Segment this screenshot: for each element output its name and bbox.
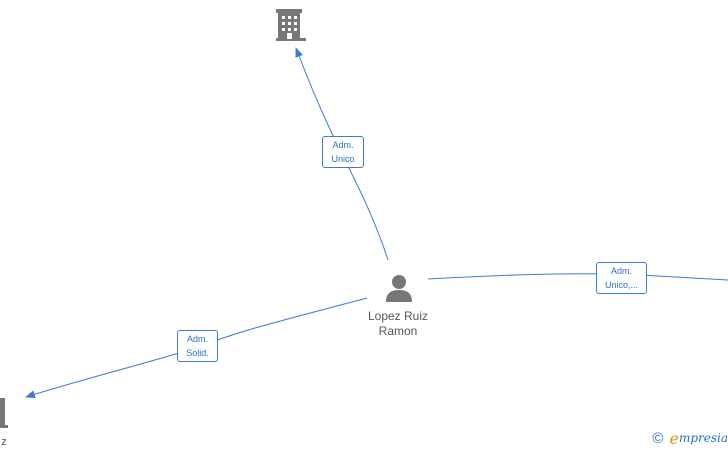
edge-label-left[interactable]: Adm. Solid. — [177, 330, 218, 362]
edge-label-top[interactable]: Adm. Unico — [322, 136, 364, 168]
company-label[interactable]: z — [0, 436, 8, 449]
edge-label-line: Unico — [331, 154, 355, 164]
edge-label-line: Solid. — [186, 348, 209, 358]
brand-name: mpresia — [678, 431, 728, 445]
edge-label-right[interactable]: Adm. Unico,... — [596, 262, 647, 294]
edge-label-line: Adm. — [610, 266, 632, 276]
edge-label-line: Unico,... — [604, 280, 638, 290]
person-icon[interactable] — [386, 275, 412, 302]
company-label-text: z — [1, 436, 7, 448]
brand-initial: e — [669, 428, 679, 448]
copyright-icon: © — [652, 429, 664, 447]
building-icon[interactable] — [276, 9, 306, 41]
edge-label-line: Adm. — [332, 140, 354, 150]
person-name-line: Lopez Ruiz — [367, 309, 429, 323]
building-icon[interactable] — [0, 398, 8, 428]
edge-label-line: Adm. — [186, 334, 208, 344]
edge-line-right — [427, 273, 728, 281]
person-name-line: Ramon — [378, 324, 418, 338]
person-name[interactable]: Lopez Ruiz Ramon — [357, 309, 439, 339]
brand-logo: © e mpresia — [652, 428, 728, 448]
